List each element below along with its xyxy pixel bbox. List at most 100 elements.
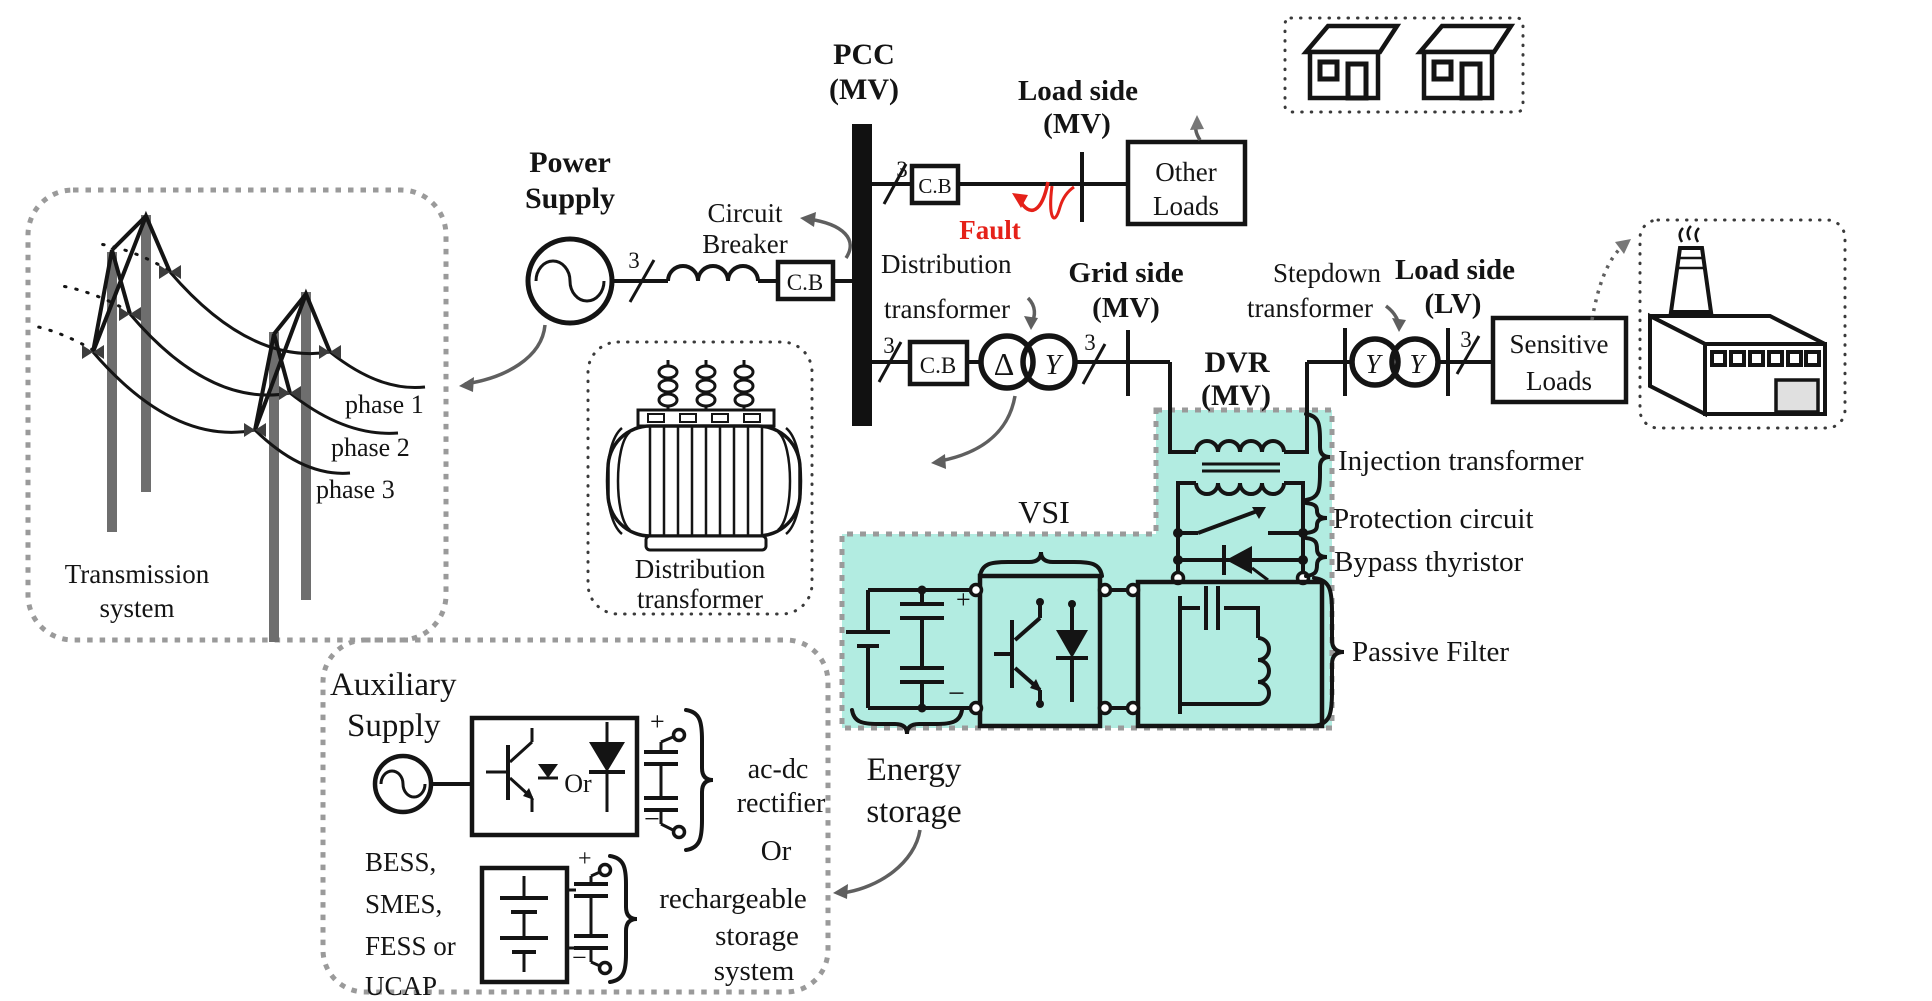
minus-sign: − (572, 943, 587, 972)
arrowhead-icon (1252, 507, 1266, 519)
transmission-title-1: Transmission (65, 559, 210, 589)
phase3-label: phase 3 (316, 475, 395, 504)
acdc-brace (684, 708, 714, 852)
other-loads-label-1: Other (1155, 157, 1216, 187)
sensitive-loads-box (1490, 315, 1629, 405)
terminal-icon (968, 582, 984, 598)
plus-sign: + (650, 707, 665, 736)
fault-label: Fault (959, 215, 1021, 245)
power-supply-label-2: Supply (525, 182, 615, 215)
acdc-label-1: ac-dc (748, 754, 809, 785)
injection-secondary-coil-icon (1194, 482, 1286, 496)
phase1-label: phase 1 (345, 390, 424, 419)
diode-icon (1056, 600, 1088, 702)
terminal-icon (597, 960, 613, 976)
rechargeable-brace (608, 854, 638, 984)
busbar (852, 124, 872, 426)
sine-wave-icon (379, 769, 427, 799)
arrowhead-icon (1615, 239, 1631, 254)
phase2-line-end (289, 391, 399, 435)
grid-branch: 3 C.B Δ Y Distribution transformer 3 Gri… (872, 249, 1184, 469)
phase2-label: phase 2 (331, 433, 410, 462)
breaker-callout-arrow (807, 217, 852, 259)
houses-dotted-frame (1283, 16, 1525, 114)
dist-transformer-label-2: transformer (884, 294, 1010, 324)
arrowhead-icon (1190, 115, 1204, 130)
passive-filter-brace (1312, 576, 1345, 728)
tower-frame (253, 288, 332, 431)
terminal-icon (1097, 700, 1113, 716)
aux-label-2: Supply (347, 708, 441, 744)
minus-sign: − (948, 677, 965, 710)
factory-door (1774, 378, 1820, 414)
dist-transformer-label-1: Distribution (881, 249, 1012, 279)
transmission-title-2: system (99, 593, 174, 623)
arrowhead-icon (931, 454, 946, 469)
house-icon (1420, 26, 1511, 98)
power-supply: Power Supply (459, 146, 615, 392)
rechargeable-label-2: storage (715, 920, 799, 952)
three-phase-slash (628, 259, 656, 303)
arrowhead-icon (833, 884, 848, 899)
pcc-label-1: PCC (833, 38, 895, 71)
energy-storage-label-2: storage (866, 794, 961, 830)
arrowhead-icon (800, 212, 816, 227)
injection-primary-coil-icon (1194, 439, 1286, 453)
sensitive-loads-label-2: Loads (1526, 366, 1592, 396)
power-supply-label-1: Power (529, 146, 611, 179)
passive-filter-box (1135, 579, 1325, 729)
rectifier-box (469, 715, 640, 838)
storage-types-1: BESS, (365, 847, 436, 877)
factory-icon (1638, 218, 1847, 430)
other-loads-box (1125, 139, 1248, 227)
passive-filter-label: Passive Filter (1352, 636, 1509, 668)
load-side-lv-label-2: (LV) (1425, 288, 1482, 320)
energy-storage-circuit: + − (846, 585, 971, 713)
tower-frame (91, 210, 172, 353)
cb-label: C.B (920, 353, 956, 378)
transformer-delta-winding-icon (978, 333, 1036, 391)
delta-symbol: Δ (994, 346, 1015, 382)
load-side-mv-label-1: Load side (1018, 75, 1138, 107)
factory-dotted-frame (1638, 218, 1847, 430)
dist-tx-picture-arrow (939, 395, 1017, 463)
house-icon (1306, 26, 1397, 98)
circuit-breaker-label-1: Circuit (708, 198, 783, 228)
three-phase-mark: 3 (1084, 330, 1096, 355)
igbt-icon (994, 598, 1044, 708)
rechargeable-label-3: system (714, 955, 795, 987)
three-phase-mark: 3 (883, 333, 895, 358)
load-branch: Y Y 3 Stepdown transformer Load side (LV… (1247, 218, 1847, 430)
supply-to-transmission-arrow (464, 324, 547, 386)
circuit-breaker-box (909, 163, 961, 206)
stepdown-label-1: Stepdown (1273, 258, 1382, 288)
protection-switch-icon (1197, 508, 1261, 535)
line-inductor-icon (666, 264, 760, 282)
factory-callout-arrow (1590, 243, 1626, 321)
arrowhead-icon (1024, 316, 1038, 330)
other-loads-label-2: Loads (1153, 191, 1219, 221)
bypass-brace (1304, 536, 1328, 578)
storage-types-4: UCAP (365, 971, 437, 1001)
phase3-line (91, 351, 256, 434)
dvr-dotted-region (839, 407, 1335, 731)
load-side-lv-label-1: Load side (1395, 254, 1515, 286)
sine-wave-icon (534, 259, 606, 303)
thyristor-gate-icon (1251, 566, 1269, 582)
filter-inductor-icon (1257, 636, 1271, 706)
sensitive-loads-label-1: Sensitive (1510, 329, 1609, 359)
aux-label-1: Auxiliary (330, 667, 457, 703)
terminal-icon (671, 824, 687, 840)
terminal-icon (671, 727, 687, 743)
pcc-label-2: (MV) (829, 73, 899, 106)
terminal-icon (1097, 582, 1113, 598)
smoke-icon (1678, 225, 1700, 243)
dist-picture-label-1: Distribution (635, 554, 766, 584)
terminal-icon (968, 700, 984, 716)
minus-sign: − (644, 804, 660, 835)
protection-brace (1304, 501, 1328, 535)
plus-sign: + (578, 846, 592, 872)
three-phase-slash (1081, 343, 1107, 385)
three-phase-slash (1455, 335, 1481, 375)
